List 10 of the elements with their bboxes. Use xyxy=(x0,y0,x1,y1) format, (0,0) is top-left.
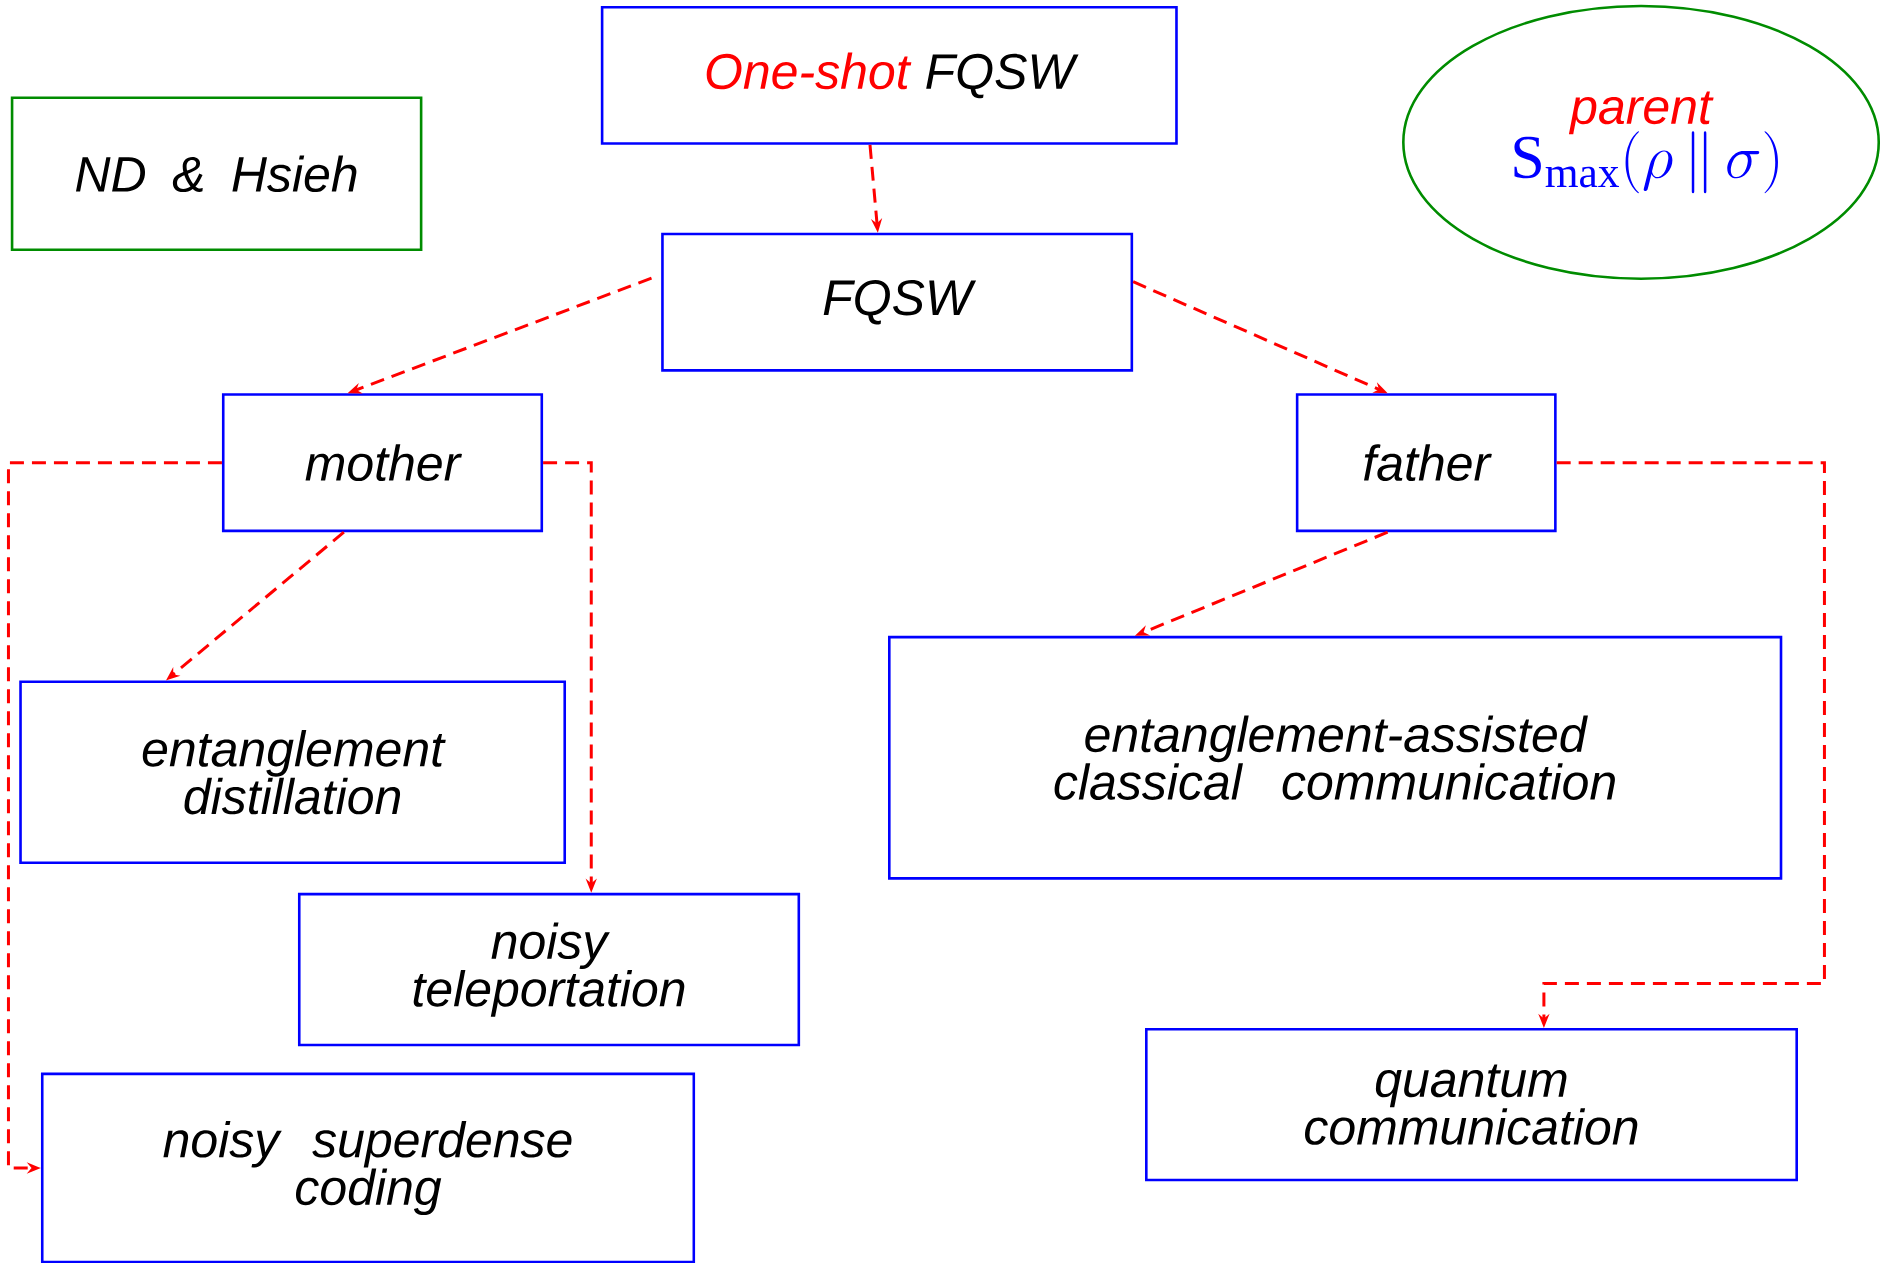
concept-box: father xyxy=(1295,393,1557,533)
concept-box: FQSW xyxy=(661,232,1134,372)
author-box: ND & Hsieh xyxy=(10,96,423,252)
title-box: One-shot FQSW xyxy=(600,5,1178,145)
concept-box: entanglement-assisted classical communication xyxy=(888,635,1783,880)
concept-box: entanglement distillation xyxy=(19,680,566,864)
concept-box: noisy teleportation xyxy=(297,892,801,1047)
concept-box: mother xyxy=(221,393,544,533)
concept-box: noisy superdense coding xyxy=(40,1072,696,1263)
concept-box: quantum communication xyxy=(1145,1027,1798,1182)
